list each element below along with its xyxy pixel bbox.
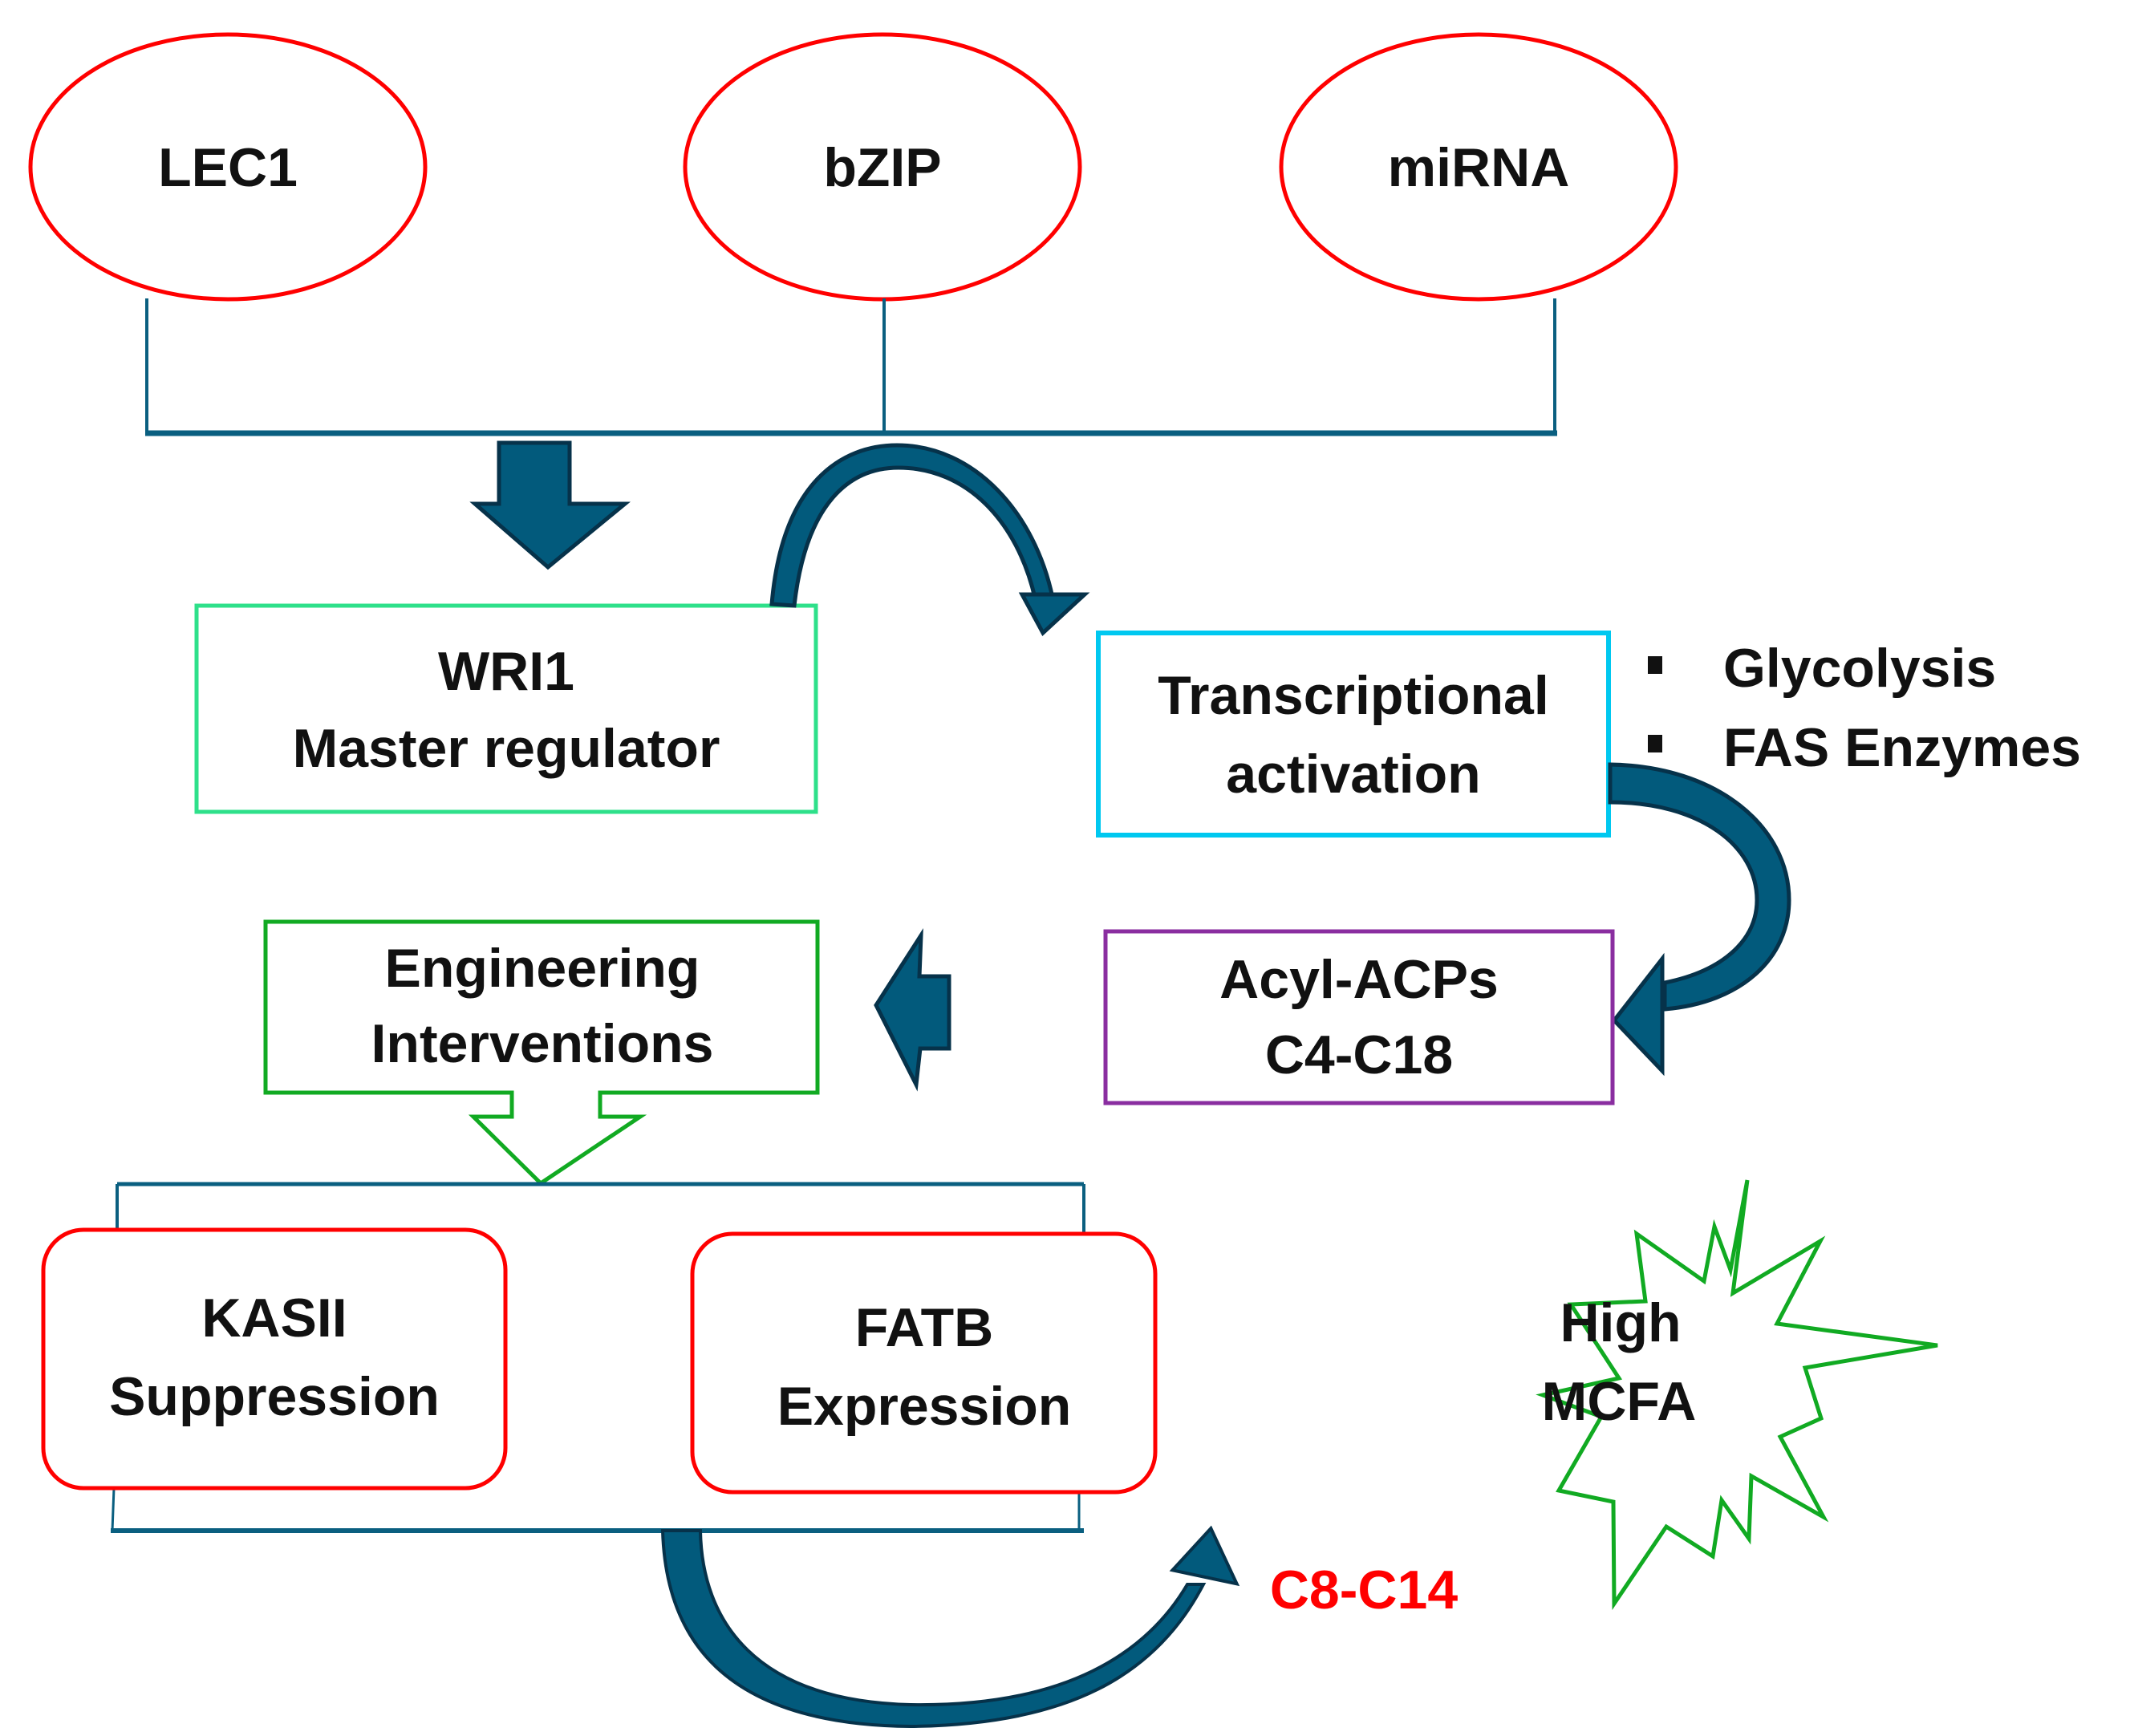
regulator-mirna: miRNA <box>1279 32 1678 302</box>
regulator-bzip: bZIP <box>683 32 1082 302</box>
regulator-lec1: LEC1 <box>28 32 428 302</box>
acyl-acps-range: C4-C18 <box>1265 1024 1453 1085</box>
outcome-starburst: High MCFA <box>1536 1179 1938 1611</box>
engineering-interventions-callout <box>263 919 820 1186</box>
acyl-acps-border <box>1103 929 1615 1105</box>
activated-targets-list: Glycolysis FAS Enzymes <box>1648 638 2081 778</box>
acyl-acps-title: Acyl-ACPs <box>1219 949 1499 1010</box>
interventions-bracket <box>111 1182 1085 1533</box>
outcome-subtitle: MCFA <box>1542 1371 1697 1432</box>
intervention-kasii-action: Suppression <box>109 1366 440 1427</box>
regulator-mirna-ellipse <box>1279 32 1678 302</box>
intervention-fatb-action: Expression <box>777 1376 1072 1437</box>
regulator-mirna-label: miRNA <box>1388 137 1570 198</box>
regulator-lec1-label: LEC1 <box>158 137 298 198</box>
transcriptional-activation-subtitle: activation <box>1226 744 1480 805</box>
master-regulator-box: WRI1 Master regulator <box>194 603 818 814</box>
regulator-lec1-ellipse <box>28 32 428 302</box>
regulators-bracket <box>145 298 1557 436</box>
bullet-fas-enzymes-icon <box>1648 735 1662 752</box>
acyl-acps-box: Acyl-ACPs C4-C18 <box>1103 929 1615 1105</box>
down-arrow-icon <box>469 440 631 570</box>
curved-arrow-transcription-to-acyl-icon <box>1608 762 1791 1077</box>
regulator-bzip-label: bZIP <box>823 137 941 198</box>
target-glycolysis: Glycolysis <box>1723 638 1996 699</box>
left-arrow-icon <box>874 927 951 1092</box>
bullet-glycolysis-icon <box>1648 656 1662 674</box>
bracket-bottom-leg-left <box>111 1487 116 1531</box>
transcriptional-activation-box: Transcriptional activation <box>1096 631 1611 838</box>
intervention-fatb-border <box>690 1231 1158 1495</box>
outcome-chain-label: C8-C14 <box>1270 1560 1458 1620</box>
starburst-icon <box>1536 1179 1938 1611</box>
master-regulator-title: WRI1 <box>438 641 574 702</box>
transcriptional-activation-border <box>1096 631 1611 838</box>
transcriptional-activation-title: Transcriptional <box>1158 665 1548 726</box>
master-regulator-border <box>194 603 818 814</box>
target-fas-enzymes: FAS Enzymes <box>1723 717 2081 778</box>
intervention-fatb-box: FATB Expression <box>690 1231 1158 1495</box>
intervention-fatb-title: FATB <box>855 1297 994 1358</box>
curved-arrow-interventions-to-outcome-icon <box>660 1525 1240 1729</box>
master-regulator-subtitle: Master regulator <box>293 718 720 779</box>
engineering-interventions-subtitle: Interventions <box>371 1013 714 1074</box>
engineering-interventions-box: Engineering Interventions <box>263 919 820 1186</box>
outcome-title: High <box>1560 1292 1681 1353</box>
intervention-kasii-box: KASII Suppression <box>41 1227 508 1491</box>
intervention-kasii-title: KASII <box>201 1288 347 1349</box>
engineering-interventions-title: Engineering <box>385 938 700 999</box>
intervention-kasii-border <box>41 1227 508 1491</box>
curved-arrow-wri1-to-transcription-icon <box>769 443 1090 637</box>
